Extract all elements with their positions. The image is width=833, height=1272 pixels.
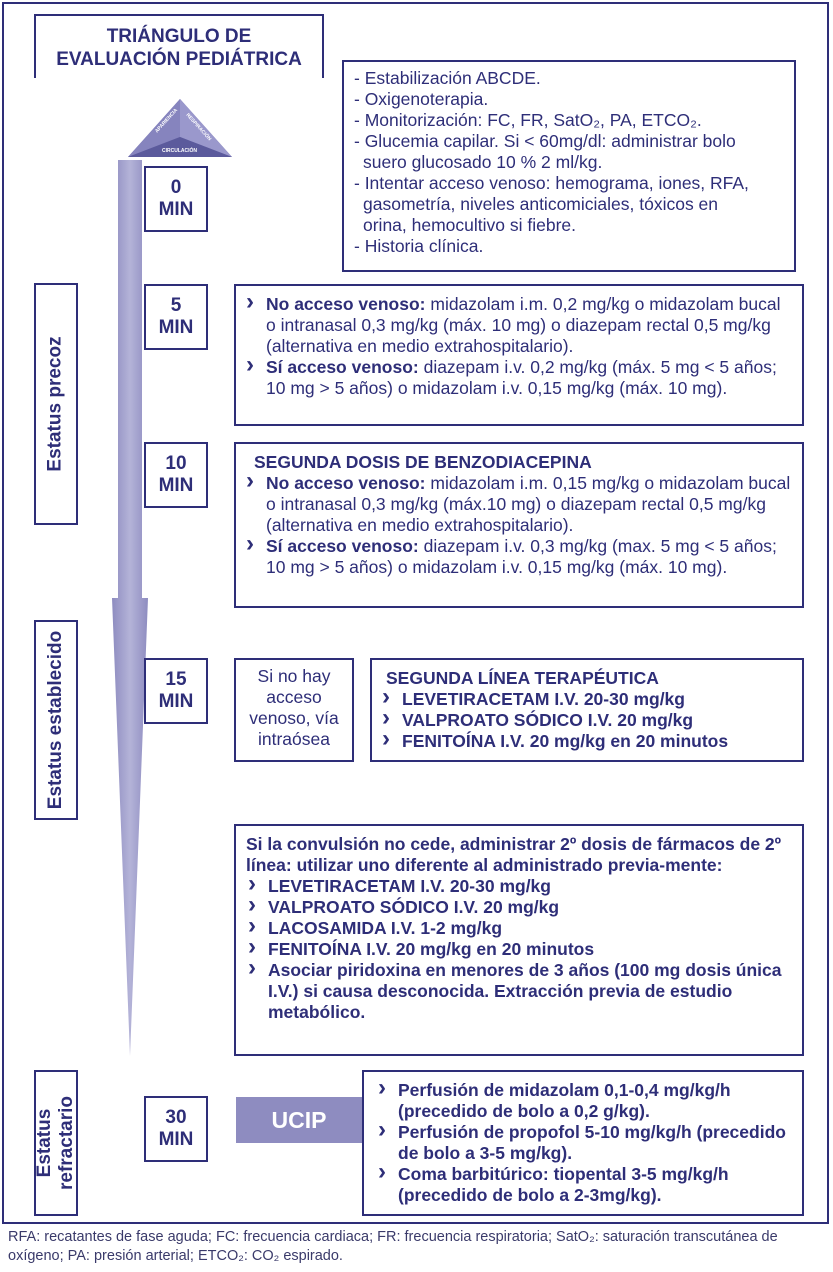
list-item: VALPROATO SÓDICO I.V. 20 mg/kg [246, 894, 792, 918]
list-item: FENITOÍNA I.V. 20 mg/kg en 20 minutos [380, 728, 794, 752]
initial-actions-box: - Estabilización ABCDE. - Oxigenoterapia… [342, 60, 796, 272]
list-item: No acceso venoso: midazolam i.m. 0,2 mg/… [244, 291, 794, 357]
list-item: LEVETIRACETAM I.V. 20-30 mg/kg [246, 873, 792, 897]
second-line-box: SEGUNDA LÍNEA TERAPÉUTICA LEVETIRACETAM … [370, 658, 804, 762]
second-dose-intro: Si la convulsión no cede, administrar 2º… [246, 834, 782, 875]
list-item: VALPROATO SÓDICO I.V. 20 mg/kg [380, 707, 794, 731]
phase-establecido: Estatus establecido [34, 620, 78, 820]
list-item: LACOSAMIDA I.V. 1-2 mg/kg [246, 915, 792, 939]
title-line-1: TRIÁNGULO DE [106, 26, 252, 47]
dose-5min-box: No acceso venoso: midazolam i.m. 0,2 mg/… [234, 284, 804, 426]
phase-precoz: Estatus precoz [34, 283, 78, 525]
list-item: Asociar piridoxina en menores de 3 años … [246, 957, 792, 1023]
list-item: No acceso venoso: midazolam i.m. 0,15 mg… [244, 470, 794, 536]
list-item: Sí acceso venoso: diazepam i.v. 0,2 mg/k… [244, 354, 794, 399]
phase-precoz-label: Estatus precoz [45, 336, 66, 472]
list-item: LEVETIRACETAM I.V. 20-30 mg/kg [380, 686, 794, 710]
title-box: TRIÁNGULO DE EVALUACIÓN PEDIÁTRICA [34, 14, 324, 78]
list-item: Perfusión de propofol 5-10 mg/kg/h (prec… [376, 1119, 794, 1164]
intraosea-box: Si no hay acceso venoso, vía intraósea [234, 658, 354, 762]
list-item: Sí acceso venoso: diazepam i.v. 0,3 mg/k… [244, 533, 794, 578]
phase-establecido-label: Estatus establecido [45, 630, 67, 810]
title-line-2: EVALUACIÓN PEDIÁTRICA [56, 49, 302, 70]
ucip-badge: UCIP [236, 1097, 362, 1143]
triangle-label-bottom: CIRCULACIÓN [162, 146, 197, 154]
timeline-arrow [112, 160, 148, 1056]
outer-frame [2, 2, 829, 1224]
triangle-icon: APARIENCIA RESPIRACIÓN CIRCULACIÓN [128, 99, 232, 157]
footnote: RFA: recatantes de fase aguda; FC: frecu… [8, 1229, 778, 1264]
list-item: Perfusión de midazolam 0,1-0,4 mg/kg/h (… [376, 1077, 794, 1122]
second-dose-box: Si la convulsión no cede, administrar 2º… [234, 824, 804, 1056]
list-item: Coma barbitúrico: tiopental 3-5 mg/kg/h … [376, 1161, 794, 1206]
list-item: FENITOÍNA I.V. 20 mg/kg en 20 minutos [246, 936, 792, 960]
dose-10min-box: SEGUNDA DOSIS DE BENZODIACEPINA No acces… [234, 442, 804, 608]
refractory-box: Perfusión de midazolam 0,1-0,4 mg/kg/h (… [362, 1070, 804, 1216]
box15-heading: SEGUNDA LÍNEA TERAPÉUTICA [386, 668, 659, 688]
box10-heading: SEGUNDA DOSIS DE BENZODIACEPINA [254, 452, 592, 472]
